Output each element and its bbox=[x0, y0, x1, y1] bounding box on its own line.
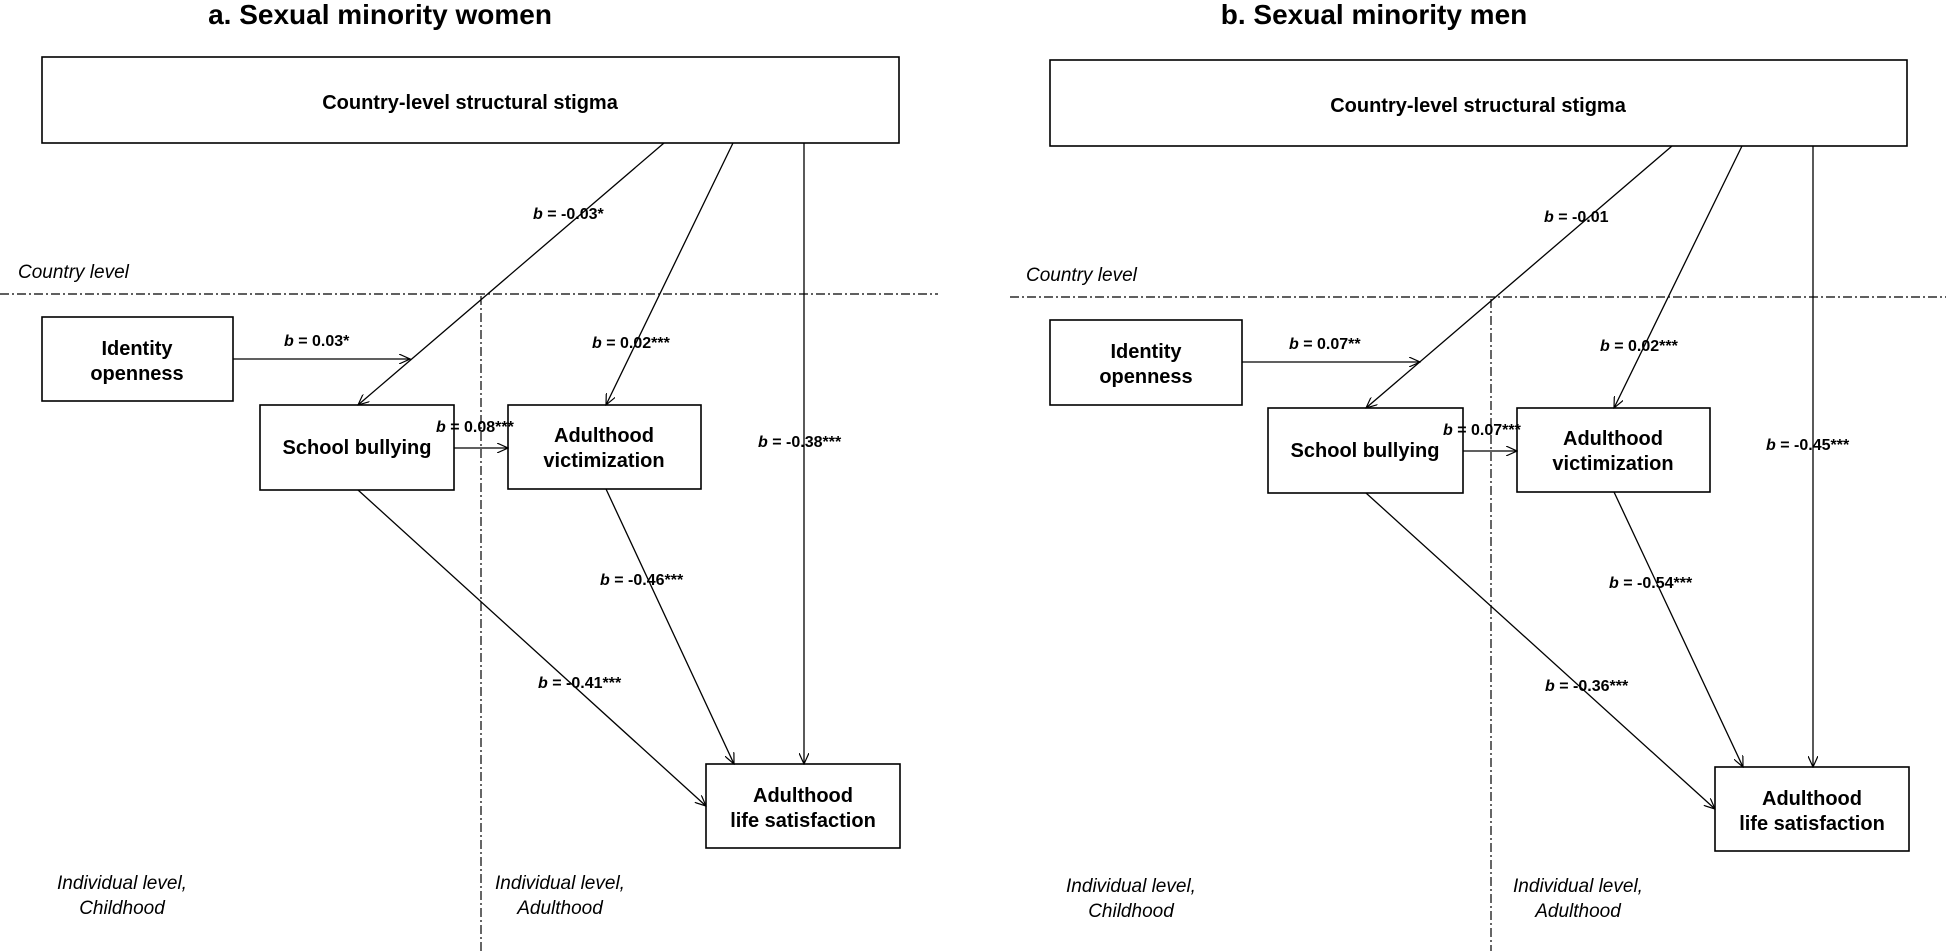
identity-openness-label-line1: Identity bbox=[101, 338, 173, 360]
adulthood-victimization-label-line1: Adulthood bbox=[554, 425, 654, 447]
adulthood-victimization-label-line1: Adulthood bbox=[1563, 428, 1663, 450]
country-level-label: Country level bbox=[18, 262, 130, 283]
coef-symbol: b bbox=[1609, 575, 1619, 592]
arrow-bullying-to-satisfaction bbox=[357, 489, 706, 806]
life-satisfaction-label-line2: life satisfaction bbox=[730, 810, 876, 832]
coef-value: = 0.08*** bbox=[450, 419, 514, 436]
coef-value: = -0.36*** bbox=[1559, 678, 1629, 695]
coef-stigma-to-satisfaction: b = -0.38*** bbox=[758, 434, 842, 451]
childhood-level-label-line2: Childhood bbox=[79, 898, 166, 919]
stigma-box bbox=[1049, 59, 1908, 147]
coef-value: = 0.02*** bbox=[1614, 338, 1678, 355]
identity-openness-label-line2: openness bbox=[1099, 366, 1192, 388]
coef-symbol: b bbox=[533, 206, 543, 223]
coef-symbol: b bbox=[1600, 338, 1610, 355]
coef-symbol: b bbox=[758, 434, 768, 451]
arrow-victimization-to-satisfaction bbox=[605, 488, 734, 764]
panel-men: b. Sexual minority men Country level Ind… bbox=[1010, 0, 1946, 951]
arrow-bullying-to-satisfaction bbox=[1365, 492, 1715, 809]
childhood-level-label-line1: Individual level, bbox=[57, 873, 187, 894]
coef-value: = 0.07** bbox=[1303, 336, 1361, 353]
coef-victimization-to-satisfaction: b = -0.54*** bbox=[1609, 575, 1693, 592]
adulthood-level-label-line1: Individual level, bbox=[495, 873, 625, 894]
coef-symbol: b bbox=[436, 419, 446, 436]
arrow-stigma-to-victimization bbox=[1614, 145, 1743, 408]
school-bullying-label: School bullying bbox=[1291, 440, 1440, 462]
coef-symbol: b bbox=[1289, 336, 1299, 353]
coef-value: = -0.45*** bbox=[1780, 437, 1850, 454]
panel-title: a. Sexual minority women bbox=[208, 0, 552, 30]
coef-value: = 0.02*** bbox=[606, 335, 670, 352]
childhood-level-label-line1: Individual level, bbox=[1066, 876, 1196, 897]
coef-bullying-to-satisfaction: b = -0.41*** bbox=[538, 675, 622, 692]
adulthood-level-label-line2: Adulthood bbox=[516, 898, 604, 919]
coef-stigma-to-bullying: b = -0.03* bbox=[533, 206, 604, 223]
coef-symbol: b bbox=[1443, 422, 1453, 439]
adulthood-victimization-box bbox=[507, 404, 702, 490]
coef-stigma-to-satisfaction: b = -0.45*** bbox=[1766, 437, 1850, 454]
arrow-victimization-to-satisfaction bbox=[1613, 491, 1743, 767]
life-satisfaction-label-line1: Adulthood bbox=[753, 785, 853, 807]
school-bullying-label: School bullying bbox=[283, 437, 432, 459]
coef-value: = 0.07*** bbox=[1457, 422, 1521, 439]
identity-openness-box bbox=[41, 316, 234, 402]
coef-bullying-to-victimization: b = 0.08*** bbox=[436, 419, 515, 436]
coef-symbol: b bbox=[600, 572, 610, 589]
arrow-stigma-to-bullying bbox=[358, 142, 665, 405]
stigma-box bbox=[41, 56, 900, 144]
coef-bullying-to-satisfaction: b = -0.36*** bbox=[1545, 678, 1629, 695]
panel-title: b. Sexual minority men bbox=[1221, 0, 1528, 30]
adulthood-victimization-label-line2: victimization bbox=[1552, 453, 1673, 475]
coef-stigma-to-victimization: b = 0.02*** bbox=[592, 335, 671, 352]
coef-value: = -0.46*** bbox=[614, 572, 684, 589]
coef-symbol: b bbox=[1544, 209, 1554, 226]
arrow-stigma-to-victimization bbox=[606, 142, 734, 405]
adulthood-level-label-line2: Adulthood bbox=[1534, 901, 1622, 922]
identity-openness-label-line2: openness bbox=[90, 363, 183, 385]
adulthood-victimization-box bbox=[1516, 407, 1711, 493]
coef-identity-to-bullying: b = 0.03* bbox=[284, 333, 350, 350]
identity-openness-label-line1: Identity bbox=[1110, 341, 1182, 363]
coef-symbol: b bbox=[592, 335, 602, 352]
coef-symbol: b bbox=[538, 675, 548, 692]
coef-stigma-to-victimization: b = 0.02*** bbox=[1600, 338, 1679, 355]
coef-symbol: b bbox=[1766, 437, 1776, 454]
coef-value: = -0.01 bbox=[1558, 209, 1608, 226]
coef-value: = -0.03* bbox=[547, 206, 604, 223]
arrow-stigma-to-bullying bbox=[1366, 145, 1673, 408]
coef-identity-to-bullying: b = 0.07** bbox=[1289, 336, 1361, 353]
coef-value: = -0.54*** bbox=[1623, 575, 1693, 592]
identity-openness-box bbox=[1049, 319, 1243, 406]
childhood-level-label-line2: Childhood bbox=[1088, 901, 1175, 922]
stigma-label: Country-level structural stigma bbox=[322, 92, 619, 114]
stigma-label: Country-level structural stigma bbox=[1330, 95, 1627, 117]
coef-value: = 0.03* bbox=[298, 333, 350, 350]
coef-bullying-to-victimization: b = 0.07*** bbox=[1443, 422, 1522, 439]
coef-value: = -0.38*** bbox=[772, 434, 842, 451]
coef-stigma-to-bullying: b = -0.01 bbox=[1544, 209, 1609, 226]
coef-symbol: b bbox=[284, 333, 294, 350]
life-satisfaction-box bbox=[1714, 766, 1910, 852]
adulthood-level-label-line1: Individual level, bbox=[1513, 876, 1643, 897]
school-bullying-box bbox=[1267, 407, 1464, 494]
coef-victimization-to-satisfaction: b = -0.46*** bbox=[600, 572, 684, 589]
adulthood-victimization-label-line2: victimization bbox=[543, 450, 664, 472]
panel-women: a. Sexual minority women Country level I… bbox=[0, 0, 938, 951]
life-satisfaction-label-line2: life satisfaction bbox=[1739, 813, 1885, 835]
life-satisfaction-label-line1: Adulthood bbox=[1762, 788, 1862, 810]
coef-value: = -0.41*** bbox=[552, 675, 622, 692]
country-level-label: Country level bbox=[1026, 265, 1138, 286]
coef-symbol: b bbox=[1545, 678, 1555, 695]
